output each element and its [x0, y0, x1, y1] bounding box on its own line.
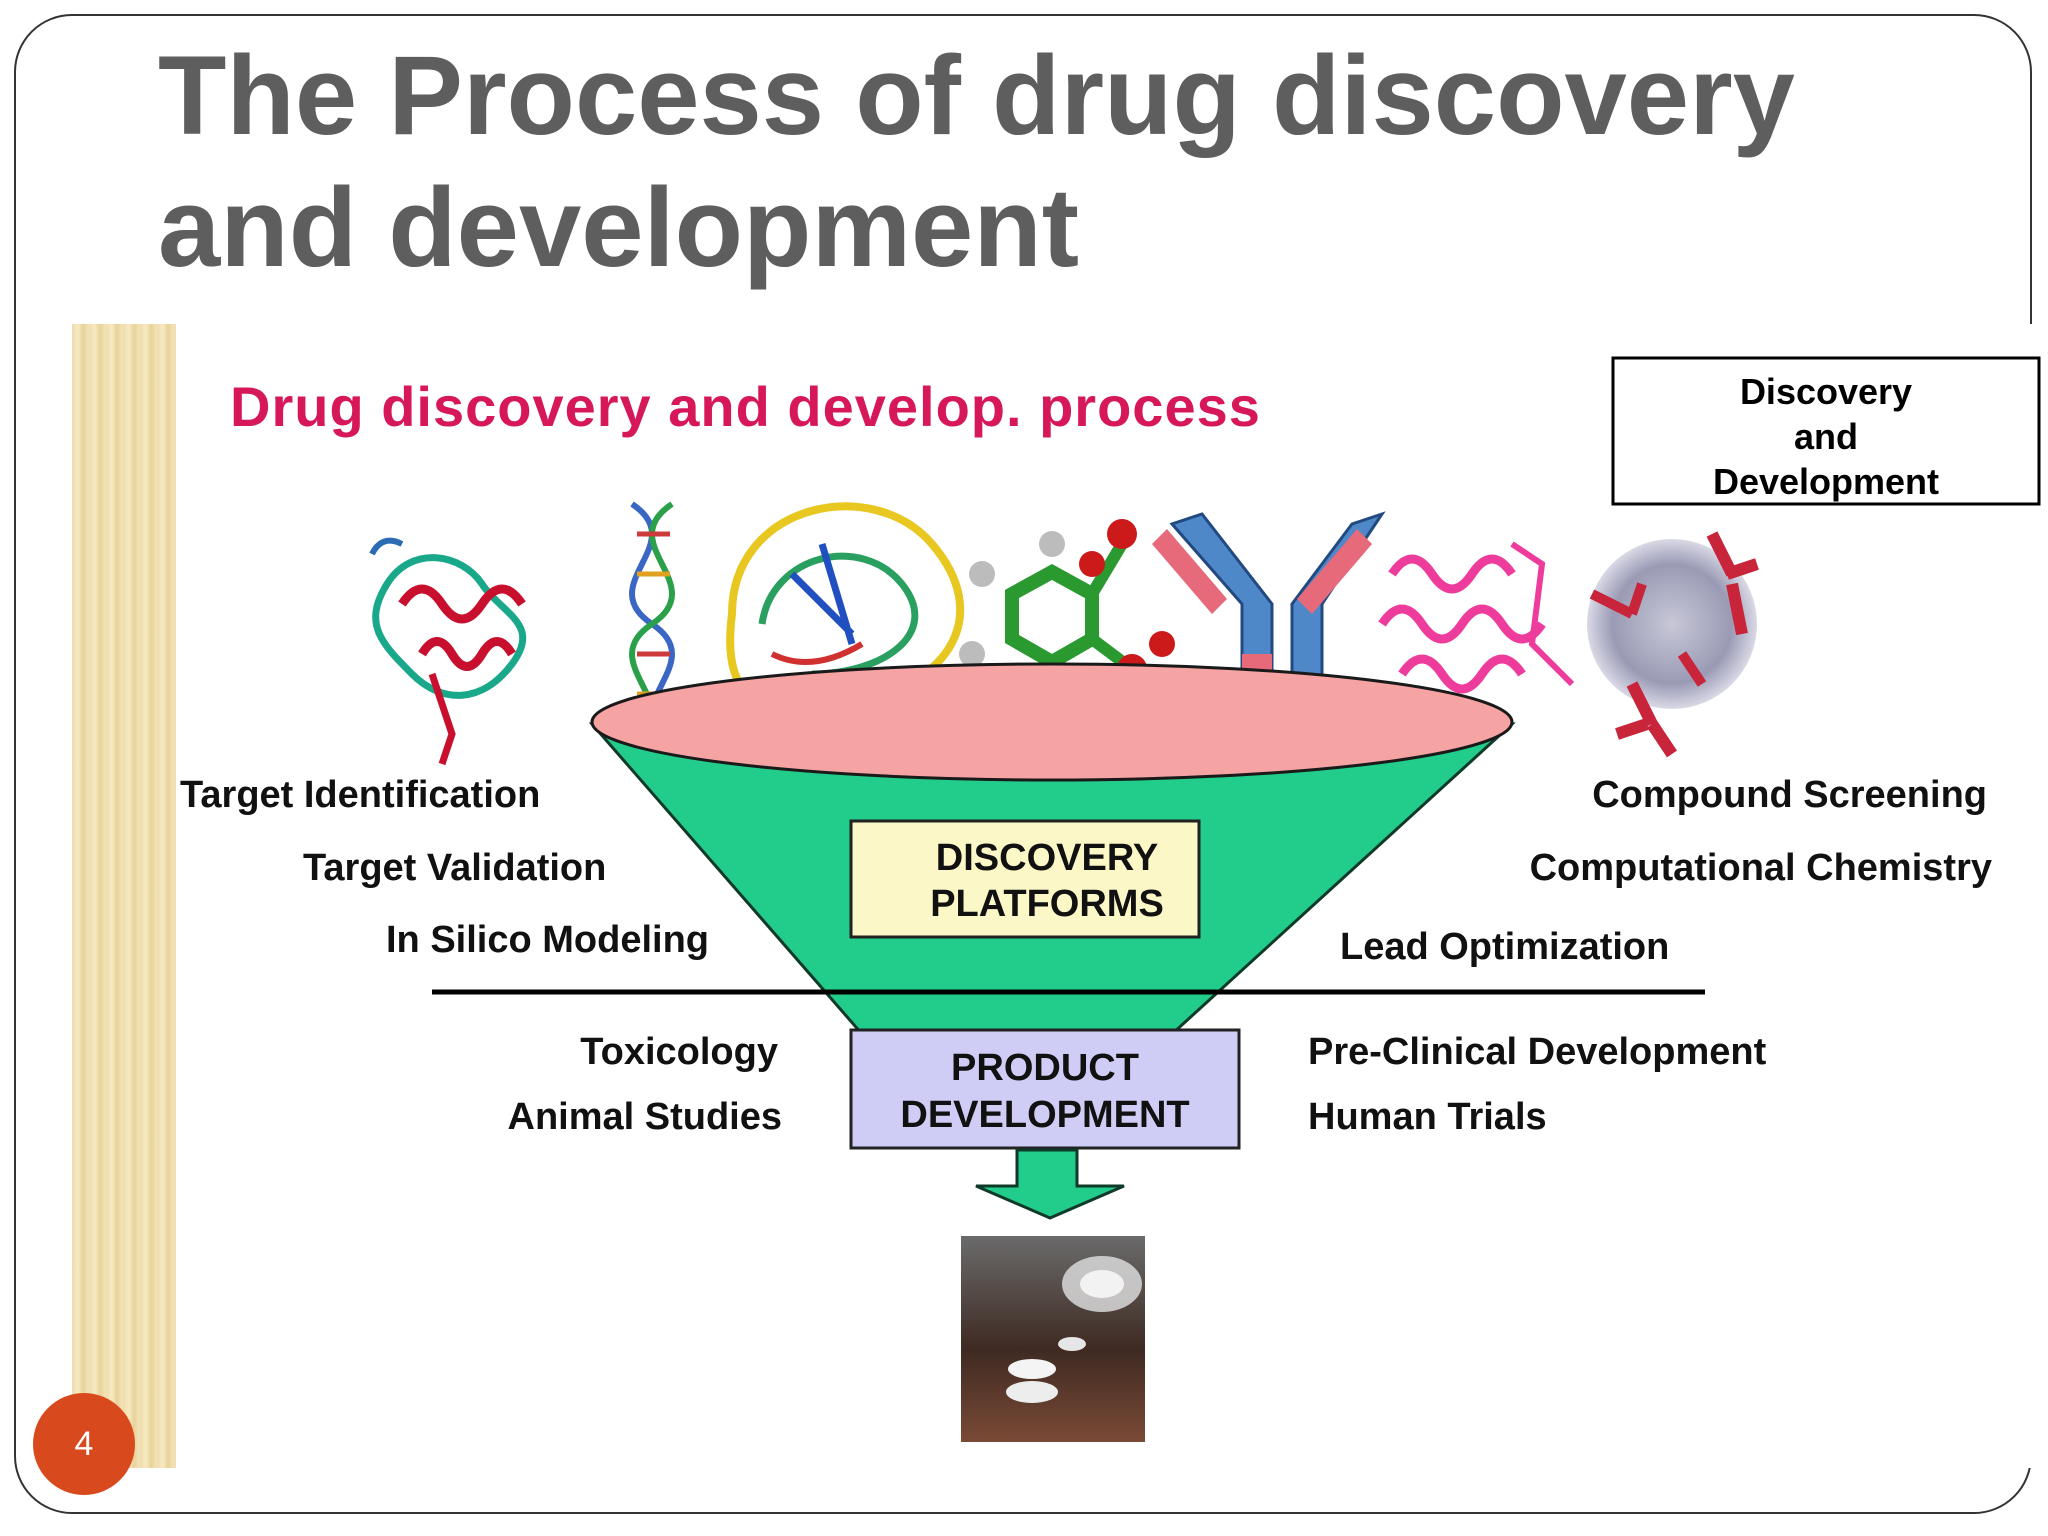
left-step-target-validation: Target Validation [303, 847, 606, 889]
box-label-line-2: and [1794, 416, 1858, 457]
right-step-lead-optimization: Lead Optimization [1340, 926, 1669, 968]
product-development-line-2: DEVELOPMENT [900, 1094, 1189, 1136]
left-step-in-silico-modeling: In Silico Modeling [386, 919, 709, 961]
discovery-platforms-box [849, 819, 1201, 939]
page-number-badge: 4 [33, 1393, 135, 1495]
slide-title: The Process of drug discovery and develo… [158, 30, 1978, 294]
medicine-pills-image [961, 1236, 1145, 1442]
funnel-top [590, 662, 1514, 782]
discovery-development-box [1611, 356, 2041, 506]
protein-structure-icon [369, 537, 527, 766]
left-dev-toxicology: Toxicology [580, 1031, 778, 1073]
title-line-1: The Process of drug discovery [158, 33, 1795, 158]
right-dev-human-trials: Human Trials [1308, 1096, 1547, 1138]
diagram-heading: Drug discovery and develop. process [230, 375, 1261, 438]
product-development-line-1: PRODUCT [951, 1047, 1139, 1089]
left-step-target-identification: Target Identification [180, 774, 540, 816]
box-label-line-1: Discovery [1740, 371, 1912, 412]
right-step-compound-screening: Compound Screening [1592, 774, 1987, 816]
right-step-computational-chemistry: Computational Chemistry [1530, 847, 1992, 889]
decorative-strip [72, 324, 176, 1468]
right-dev-preclinical: Pre-Clinical Development [1308, 1031, 1767, 1073]
drug-discovery-diagram: Drug discovery and develop. process Disc… [180, 356, 2041, 1442]
discovery-platforms-line-1: DISCOVERY [936, 837, 1158, 879]
box-label-line-3: Development [1713, 461, 1939, 502]
pink-protein-icon [1378, 541, 1575, 694]
product-development-box [849, 1028, 1241, 1150]
funnel-neck [922, 984, 1182, 1034]
discovery-platforms-line-2: PLATFORMS [930, 883, 1164, 925]
title-line-2: and development [158, 165, 1080, 290]
left-dev-animal-studies: Animal Studies [508, 1096, 783, 1138]
diagram-panel: Drug discovery and develop. process Disc… [72, 324, 2048, 1468]
down-arrow-icon [975, 1148, 1125, 1220]
virus-particle-icon [1587, 531, 1759, 758]
